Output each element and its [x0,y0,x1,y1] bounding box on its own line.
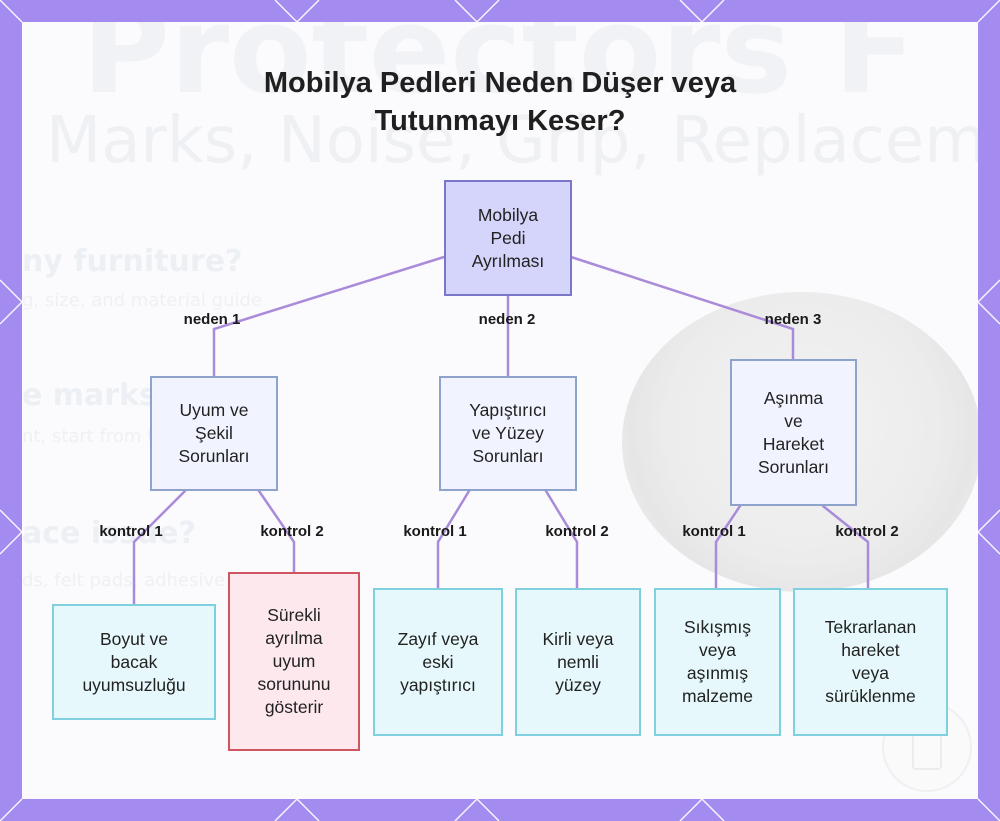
edge-c1-l1 [132,489,187,606]
leaf-node-dirty-surface: Kirli veya nemli yüzey [515,588,641,736]
edge-label-check: kontrol 2 [260,523,324,540]
category-node-fit-shape: Uyum ve Şekil Sorunları [150,376,278,491]
leaf-node-worn-material: Sıkışmış veya aşınmış malzeme [654,588,781,736]
edge-label-check: kontrol 2 [545,523,609,540]
diagram-title: Mobilya Pedleri Neden Düşer veya Tutunma… [0,64,1000,140]
background-small-text: nt, start from the [22,426,177,447]
background-small-text: g, size, and material guide [22,290,262,311]
edge-c3-l5 [714,504,742,590]
edge-c3-l6 [821,504,870,590]
background-line: ny furniture? [22,244,243,279]
edge-label-cause-3: neden 3 [764,311,822,328]
category-node-wear-movement: Aşınma ve Hareket Sorunları [730,359,857,506]
edge-label-cause-2: neden 2 [478,311,536,328]
background-line: ace issue? [22,516,196,551]
title-line-1: Mobilya Pedleri Neden Düşer veya [263,67,737,99]
edge-label-check: kontrol 1 [403,523,467,540]
edge-label-cause-1: neden 1 [183,311,241,328]
leaf-node-repeated-movement: Tekrarlanan hareket veya sürüklenme [793,588,948,736]
background-subheading: Marks, Noise, Grip, Replacemen [46,104,978,178]
edge-c2-l3 [436,489,471,590]
background-line: e marks [22,378,157,413]
background-heading: Protectors F [82,22,916,121]
edge-label-check: kontrol 1 [682,523,746,540]
category-node-adhesive-surface: Yapıştırıcı ve Yüzey Sorunları [439,376,577,491]
edge-c2-l4 [544,489,579,590]
edge-c1-l2 [257,489,296,574]
leaf-node-fit-problem-warning: Sürekli ayrılma uyum sorununu gösterir [228,572,360,751]
root-node: Mobilya Pedi Ayrılması [444,180,572,296]
edge-label-check: kontrol 1 [99,523,163,540]
edge-label-check: kontrol 2 [835,523,899,540]
edge-root-c1 [212,255,446,378]
title-line-2: Tutunmayı Keser? [374,105,626,137]
edge-root-c3 [569,255,795,361]
background-small-text: ds, felt pads, adhesive [22,570,226,591]
leaf-node-weak-adhesive: Zayıf veya eski yapıştırıcı [373,588,503,736]
leaf-node-size-mismatch: Boyut ve bacak uyumsuzluğu [52,604,216,720]
